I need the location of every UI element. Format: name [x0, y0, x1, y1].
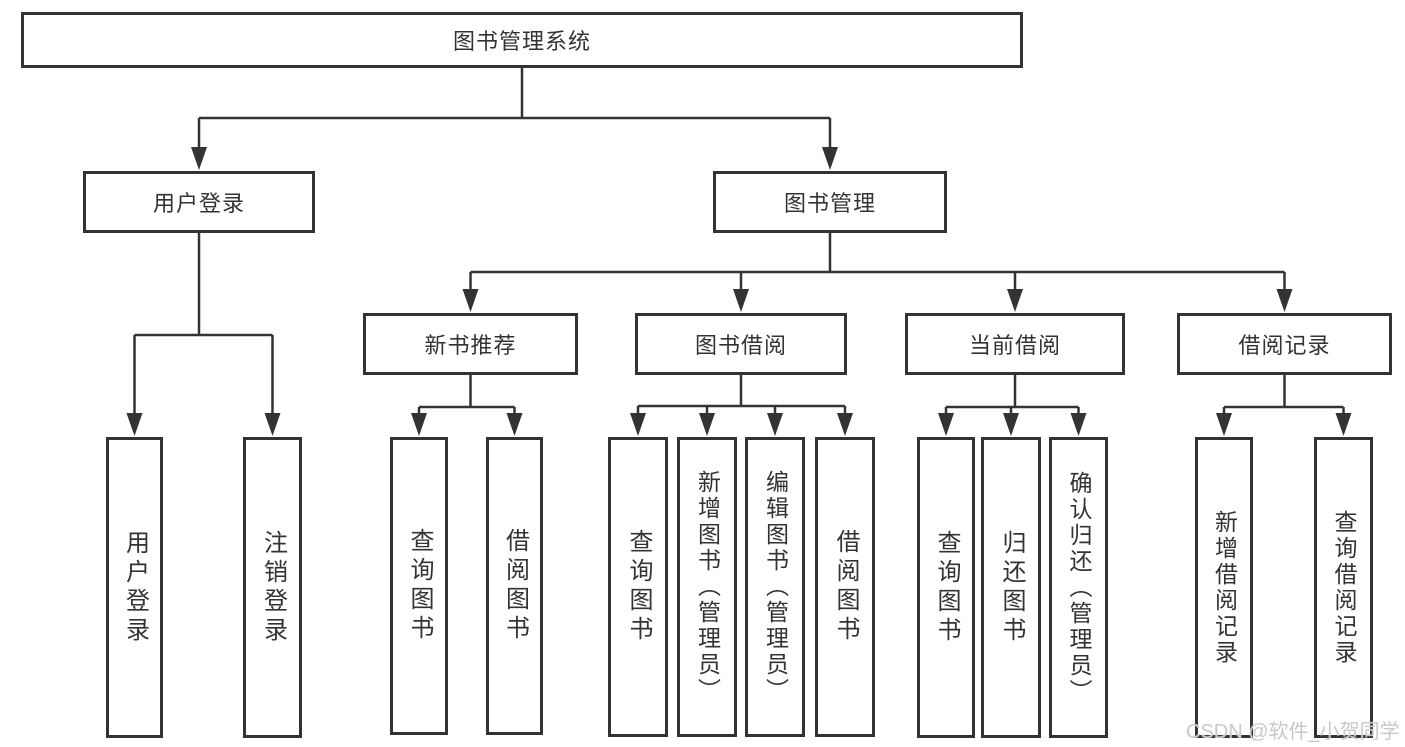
- node-current-borrow: 当前借阅: [905, 313, 1125, 375]
- connector-user-login-branch: [133, 233, 274, 416]
- leaf-label: 查询借阅记录: [1331, 509, 1357, 666]
- node-label: 借阅记录: [1238, 333, 1331, 358]
- leaf-label: 借阅图书: [832, 529, 859, 645]
- arrowhead: [1216, 413, 1232, 436]
- connector-book-management-branch: [469, 233, 1286, 292]
- arrowhead: [191, 147, 207, 170]
- connector-lines: [133, 68, 1345, 416]
- csdn-watermark: CSDN @软件_小贺同学: [1186, 721, 1400, 743]
- leaf-query-books-current: 查询图书: [917, 437, 975, 738]
- leaf-label: 用户登录: [121, 529, 149, 646]
- arrowhead: [264, 413, 281, 436]
- leaf-label: 查询图书: [406, 528, 433, 644]
- connector-new-book-branch: [417, 375, 516, 416]
- node-label: 当前借阅: [968, 333, 1061, 358]
- leaf-user-login: 用户登录: [106, 437, 163, 738]
- node-label: 新书推荐: [424, 333, 517, 358]
- node-book-management: 图书管理: [713, 171, 947, 233]
- node-user-login: 用户登录: [83, 171, 315, 233]
- leaf-label: 编辑图书（管理员）: [762, 470, 789, 704]
- leaf-label: 新增图书（管理员）: [694, 470, 721, 704]
- leaf-add-borrow-record: 新增借阅记录: [1195, 437, 1253, 738]
- arrowhead: [1335, 413, 1352, 436]
- arrowhead: [1070, 413, 1087, 436]
- leaf-label: 查询图书: [933, 529, 960, 646]
- arrowhead: [1276, 289, 1293, 312]
- connector-book-borrow-branch: [636, 375, 847, 416]
- node-label: 用户登录: [152, 191, 245, 216]
- leaf-label: 借阅图书: [501, 528, 529, 644]
- leaf-logout: 注销登录: [243, 437, 302, 738]
- connector-root-to-level2: [197, 68, 832, 150]
- leaf-label: 新增借阅记录: [1211, 509, 1238, 666]
- node-borrow-records: 借阅记录: [1177, 313, 1392, 375]
- node-book-borrow: 图书借阅: [635, 313, 847, 375]
- arrowhead: [506, 413, 523, 436]
- arrowhead: [822, 147, 838, 170]
- leaf-add-book-admin: 新增图书（管理员）: [677, 437, 737, 737]
- connector-current-borrow-branch: [944, 375, 1080, 416]
- leaf-confirm-return-admin: 确认归还（管理员）: [1049, 437, 1108, 738]
- connector-borrow-records-branch: [1222, 375, 1345, 416]
- leaf-label: 查询图书: [625, 529, 652, 645]
- arrowheads: [126, 147, 1352, 436]
- leaf-return-book: 归还图书: [981, 437, 1041, 738]
- node-label: 图书管理: [783, 191, 876, 216]
- leaf-query-books-borrow: 查询图书: [608, 437, 668, 737]
- arrowhead: [938, 413, 954, 436]
- leaf-query-borrow-record: 查询借阅记录: [1314, 437, 1373, 738]
- arrowhead: [462, 289, 479, 312]
- node-label: 图书借阅: [694, 333, 787, 358]
- arrowhead: [699, 413, 715, 436]
- node-new-book-recommend: 新书推荐: [363, 313, 578, 375]
- leaf-label: 确认归还（管理员）: [1066, 470, 1092, 705]
- leaf-query-books-recommend: 查询图书: [390, 437, 448, 735]
- leaf-edit-book-admin: 编辑图书（管理员）: [745, 437, 805, 737]
- arrowhead: [837, 413, 853, 436]
- node-label: 图书管理系统: [452, 29, 591, 54]
- node-library-management-system: 图书管理系统: [21, 12, 1023, 68]
- leaf-borrow-books-recommend: 借阅图书: [486, 437, 543, 735]
- leaf-label: 归还图书: [998, 529, 1025, 646]
- arrowhead: [1003, 413, 1019, 436]
- arrowhead: [126, 413, 143, 436]
- arrowhead: [1007, 289, 1023, 312]
- arrowhead: [767, 413, 783, 436]
- leaf-borrow-books: 借阅图书: [815, 437, 875, 737]
- leaf-label: 注销登录: [259, 529, 287, 646]
- arrowhead: [733, 289, 749, 312]
- arrowhead: [630, 413, 646, 436]
- arrowhead: [411, 413, 427, 436]
